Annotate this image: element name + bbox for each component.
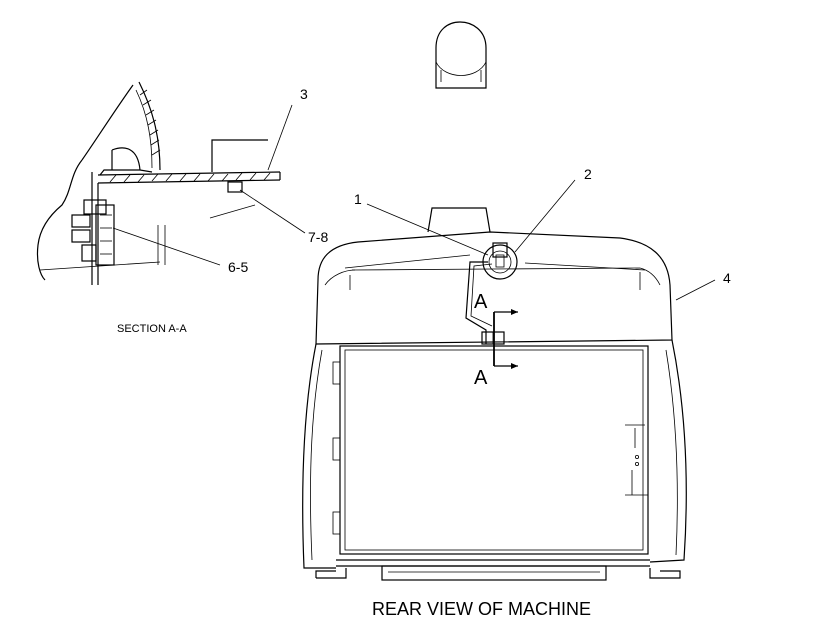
beacon-light-icon [435,21,487,89]
section-caption: SECTION A-A [117,323,187,335]
callout-6-5: 6-5 [228,259,248,275]
callout-4: 4 [723,270,731,286]
callout-1: 1 [354,191,362,207]
callout-7-8: 7-8 [308,229,328,245]
callout-3: 3 [300,86,308,102]
section-marker-top: A [474,291,488,313]
section-marker-bottom: A [474,367,488,389]
view-caption: REAR VIEW OF MACHINE [372,599,591,619]
callout-2: 2 [584,166,592,182]
rear-view-machine [302,179,716,581]
section-a-a-detail [36,81,306,285]
